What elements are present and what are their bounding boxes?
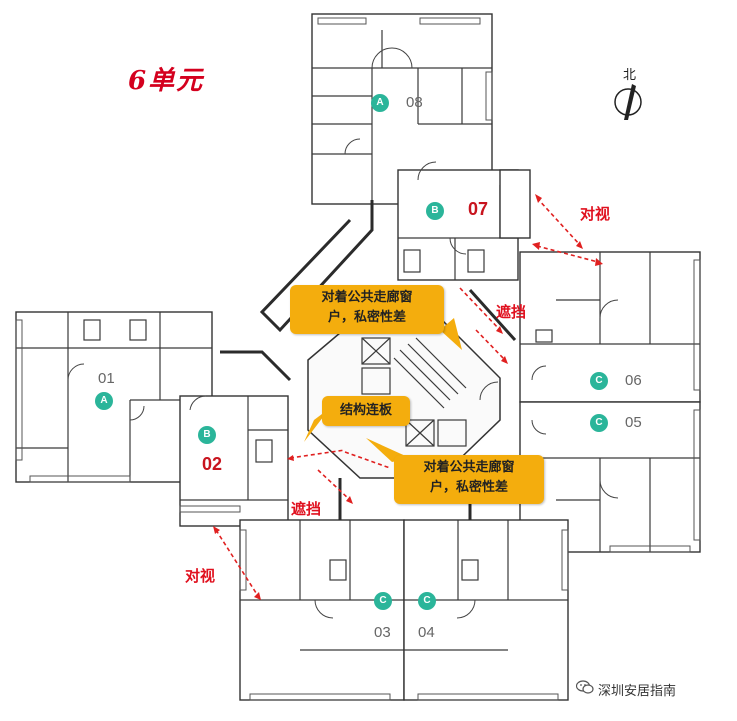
unit-04-outline [403,519,569,701]
unit-04-type-badge: C [418,592,436,610]
wechat-icon [576,680,594,694]
watermark-text: 深圳安居指南 [598,684,677,699]
unit-03-number: 03 [374,624,391,641]
unit-05-type-badge: C [590,414,608,432]
blocking-label-left: 遮挡 [291,500,322,518]
corridor-sightline-mid [287,449,391,469]
north-label: 北 [623,68,637,83]
facing-indicator-bottom [213,526,261,600]
unit-02-number: 02 [202,454,223,474]
unit-06-outline [519,251,701,403]
facing-indicator-top [532,194,603,266]
unit-03-type-badge: C [374,592,392,610]
unit-01-type-badge: A [95,392,113,410]
unit-07-number: 07 [468,199,489,219]
unit-02-outline [179,395,289,527]
unit-06-type-badge: C [590,372,608,390]
unit-06-number: 06 [625,372,642,389]
unit-03-outline [239,519,405,701]
callout-top: 对着公共走廊窗 户，私密性差 [290,285,444,334]
facing-label-top: 对视 [580,205,611,223]
unit-08-number: 08 [406,94,423,111]
unit-08-type-badge: A [371,94,389,112]
north-arrow-icon [614,84,642,120]
unit-05-number: 05 [625,414,642,431]
blocking-indicator-right [459,287,508,364]
blocking-label-right: 遮挡 [496,303,527,321]
unit-04-number: 04 [418,624,435,641]
callout-bottom-line2: 户，私密性差 [429,480,508,495]
unit-07-type-badge: B [426,202,444,220]
callout-bottom: 对着公共走廊窗 户，私密性差 [394,455,544,504]
callout-top-line1: 对着公共走廊窗 [321,290,413,305]
callout-top-line2: 户，私密性差 [327,310,406,325]
callout-bottom-line1: 对着公共走廊窗 [423,460,515,475]
callout-middle: 结构连板 [322,396,410,426]
facing-label-bottom: 对视 [185,567,216,585]
unit-01-number: 01 [98,370,115,387]
unit-07-outline [397,161,531,281]
unit-02-type-badge: B [198,426,216,444]
callout-top-pointer [440,318,462,350]
unit-title: 6单元 [128,66,205,96]
blocking-indicator-left [317,469,353,504]
